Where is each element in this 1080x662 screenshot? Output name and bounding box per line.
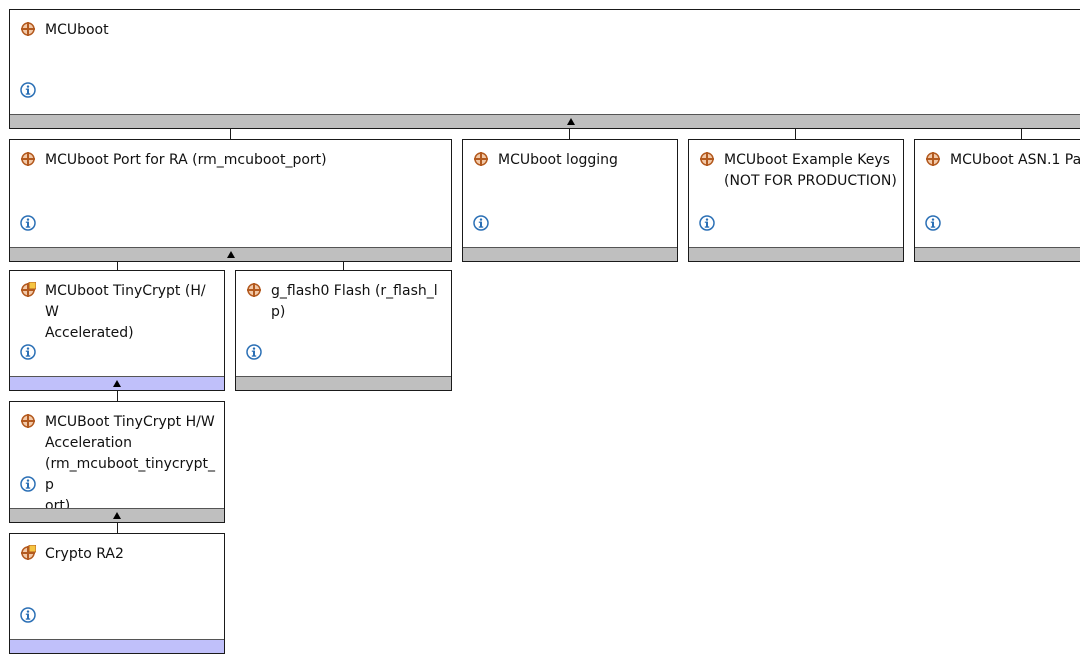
stack-title: g_flash0 Flash (r_flash_lp) bbox=[271, 283, 438, 320]
module-icon bbox=[699, 151, 715, 167]
module-icon bbox=[20, 21, 36, 37]
module-icon bbox=[925, 151, 941, 167]
info-icon[interactable] bbox=[699, 215, 715, 231]
stack-mcuboot[interactable]: MCUboot bbox=[9, 9, 1080, 129]
collapse-arrow-icon[interactable] bbox=[226, 251, 235, 258]
stack-mcuboot-asn1[interactable]: MCUboot ASN.1 Pa bbox=[914, 139, 1080, 262]
stack-title: MCUBoot TinyCrypt H/W Acceleration (rm_m… bbox=[45, 414, 215, 514]
info-icon[interactable] bbox=[20, 607, 36, 623]
connector-line bbox=[343, 261, 344, 271]
connector-line bbox=[1021, 128, 1022, 140]
stack-expand-bar[interactable] bbox=[10, 114, 1080, 128]
stack-expand-bar[interactable] bbox=[463, 247, 677, 261]
stack-title: MCUboot Port for RA (rm_mcuboot_port) bbox=[45, 152, 327, 168]
connector-line bbox=[569, 128, 570, 140]
info-icon[interactable] bbox=[20, 344, 36, 360]
info-icon[interactable] bbox=[20, 476, 36, 492]
module-icon bbox=[246, 282, 262, 298]
stack-title: MCUboot bbox=[45, 22, 109, 38]
stack-title: MCUboot logging bbox=[498, 152, 618, 168]
stack-expand-bar[interactable] bbox=[10, 508, 224, 522]
collapse-arrow-icon[interactable] bbox=[567, 118, 575, 125]
module-icon bbox=[20, 282, 36, 298]
info-icon[interactable] bbox=[473, 215, 489, 231]
stack-mcuboot-example-keys[interactable]: MCUboot Example Keys (NOT FOR PRODUCTION… bbox=[688, 139, 904, 262]
stack-expand-bar[interactable] bbox=[10, 247, 451, 261]
collapse-arrow-icon[interactable] bbox=[113, 380, 121, 387]
stack-expand-bar[interactable] bbox=[10, 639, 224, 653]
stack-expand-bar[interactable] bbox=[915, 247, 1080, 261]
connector-line bbox=[795, 128, 796, 140]
stack-crypto-ra2[interactable]: Crypto RA2 bbox=[9, 533, 225, 654]
connector-line bbox=[230, 128, 231, 140]
info-icon[interactable] bbox=[20, 215, 36, 231]
connector-line bbox=[117, 522, 118, 534]
stack-expand-bar[interactable] bbox=[236, 376, 451, 390]
stack-mcuboot-port[interactable]: MCUboot Port for RA (rm_mcuboot_port) bbox=[9, 139, 452, 262]
module-icon bbox=[20, 151, 36, 167]
info-icon[interactable] bbox=[20, 82, 36, 98]
connector-line bbox=[117, 390, 118, 402]
collapse-arrow-icon[interactable] bbox=[113, 512, 121, 519]
stack-title: MCUboot Example Keys (NOT FOR PRODUCTION… bbox=[724, 152, 897, 189]
info-icon[interactable] bbox=[925, 215, 941, 231]
stack-title: MCUboot ASN.1 Pa bbox=[950, 152, 1080, 168]
module-icon bbox=[473, 151, 489, 167]
module-icon bbox=[20, 545, 36, 561]
module-icon bbox=[20, 413, 36, 429]
connector-line bbox=[117, 261, 118, 271]
stack-mcuboot-tinycrypt[interactable]: MCUboot TinyCrypt (H/W Accelerated) bbox=[9, 270, 225, 391]
stack-mcuboot-tinycrypt-hw[interactable]: MCUBoot TinyCrypt H/W Acceleration (rm_m… bbox=[9, 401, 225, 523]
stack-flash[interactable]: g_flash0 Flash (r_flash_lp) bbox=[235, 270, 452, 391]
stack-mcuboot-logging[interactable]: MCUboot logging bbox=[462, 139, 678, 262]
stack-title: MCUboot TinyCrypt (H/W Accelerated) bbox=[45, 283, 206, 341]
stack-title: Crypto RA2 bbox=[45, 546, 124, 562]
info-icon[interactable] bbox=[246, 344, 262, 360]
stack-expand-bar[interactable] bbox=[10, 376, 224, 390]
stack-expand-bar[interactable] bbox=[689, 247, 903, 261]
